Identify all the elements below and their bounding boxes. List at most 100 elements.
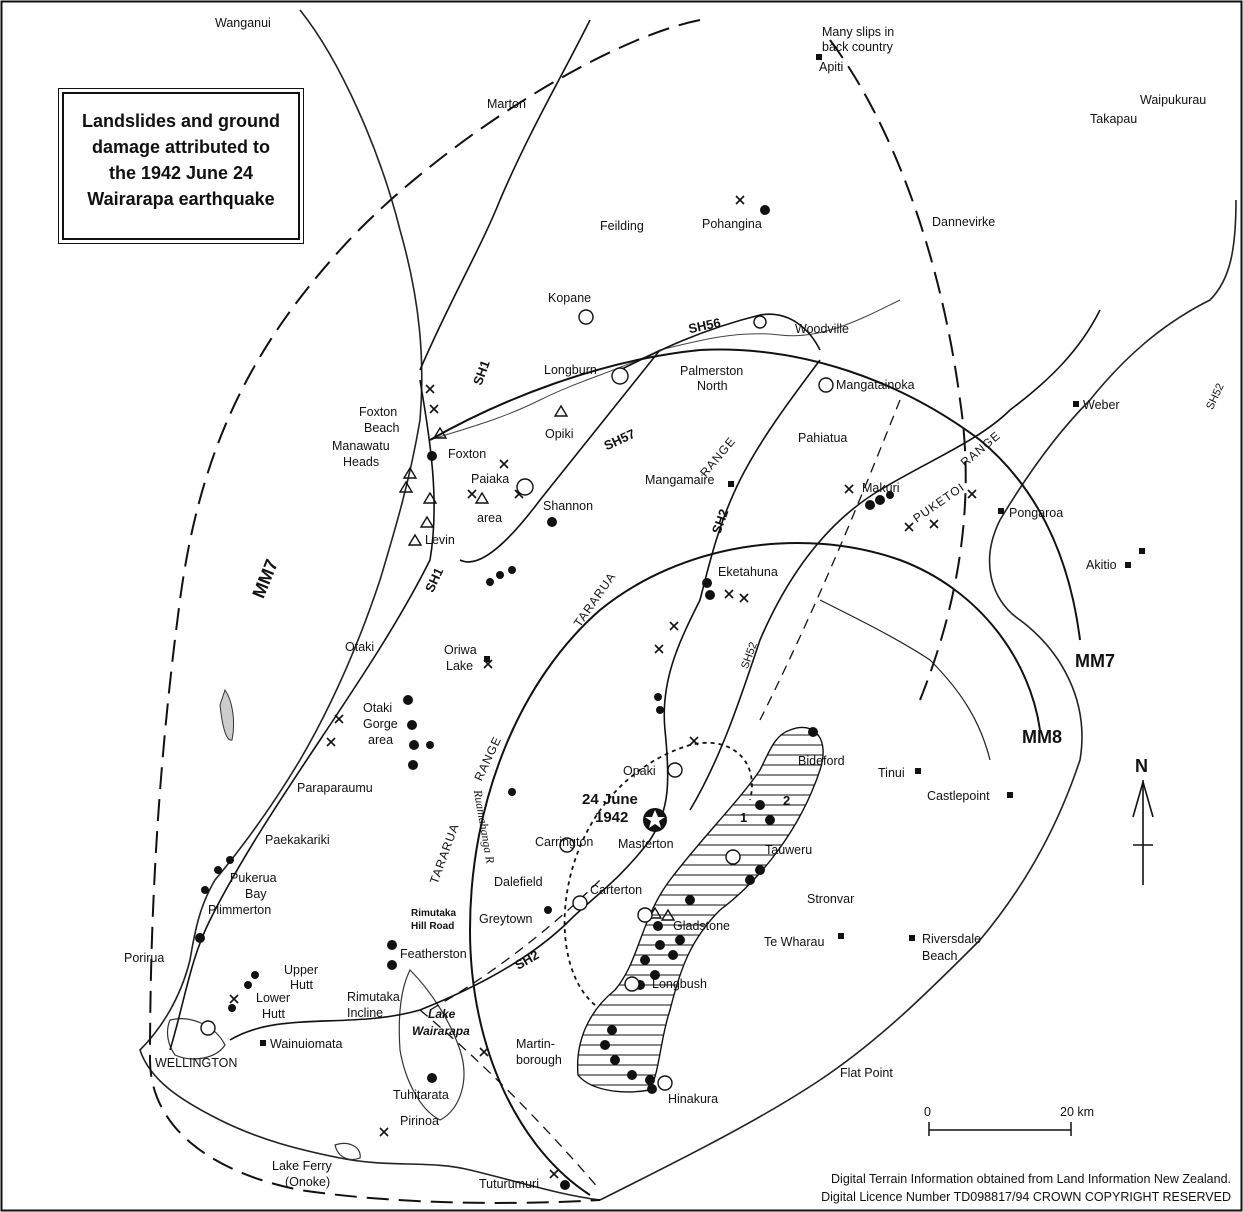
place-makuri: Makuri — [862, 481, 900, 495]
place-takapau: Takapau — [1090, 112, 1137, 126]
place-many-slips-1: Many slips in — [822, 25, 894, 39]
scale-end: 20 km — [1060, 1105, 1094, 1119]
place-wainuiomata: Wainuiomata — [270, 1037, 343, 1051]
place-kopane: Kopane — [548, 291, 591, 305]
place-weber: Weber — [1083, 398, 1120, 412]
credit-line-2: Digital Licence Number TD098817/94 CROWN… — [821, 1190, 1231, 1204]
place-paiaka-area: area — [477, 511, 502, 525]
place-many-slips-2: back country — [822, 40, 894, 54]
epicentre-star — [643, 808, 667, 832]
road-label-sh56: SH56 — [687, 315, 722, 336]
place-porirua: Porirua — [124, 951, 164, 965]
place-rimutaka-incline-1: Rimutaka — [347, 990, 400, 1004]
place-otaki-gorge-3: area — [368, 733, 393, 747]
mm7-west-label: MM7 — [248, 556, 282, 601]
place-paekakariki: Paekakariki — [265, 833, 330, 847]
place-lower-hutt-1: Lower — [256, 991, 290, 1005]
river-ruamahanga: Ruamahanga R — [471, 788, 498, 865]
place-levin: Levin — [425, 533, 455, 547]
road-sh1-south — [169, 379, 435, 1051]
range-label-tararua-mid: TARARUA — [571, 570, 619, 630]
place-lake-ferry-1: Lake Ferry — [272, 1159, 332, 1173]
place-carterton: Carterton — [590, 883, 642, 897]
place-pukerua-1: Pukerua — [230, 871, 277, 885]
road-sh56 — [619, 313, 821, 371]
place-longbush: Longbush — [652, 977, 707, 991]
place-tuhitarata: Tuhitarata — [393, 1088, 449, 1102]
inner-east-coast — [819, 599, 991, 761]
place-rimutaka-incline-2: Incline — [347, 1006, 383, 1020]
place-manawatu-2: Heads — [343, 455, 379, 469]
north-label: N — [1135, 756, 1148, 776]
scale-start: 0 — [924, 1105, 931, 1119]
mm7-isoseismal — [148, 19, 701, 1204]
place-oriwa-2: Lake — [446, 659, 473, 673]
title-box: Landslides and ground damage attributed … — [62, 92, 300, 240]
place-riversdale-2: Beach — [922, 949, 957, 963]
south-coastline — [339, 1157, 601, 1201]
fault-number-1: 1 — [740, 810, 747, 825]
place-pongaroa: Pongaroa — [1009, 506, 1063, 520]
damage-zone-dashed — [419, 399, 901, 1191]
place-opaki: Opaki — [623, 764, 656, 778]
mm8-label: MM8 — [1022, 727, 1062, 747]
title-line-1: Landslides and ground — [81, 111, 280, 131]
place-pukerua-2: Bay — [245, 887, 267, 901]
place-gladstone: Gladstone — [673, 919, 730, 933]
road-label-sh57: SH57 — [602, 426, 638, 453]
manawatu-river — [429, 299, 901, 441]
town-circles — [200, 309, 834, 1091]
place-paiaka: Paiaka — [471, 472, 509, 486]
place-featherston: Featherston — [400, 947, 467, 961]
kapiti-island — [219, 688, 235, 741]
mm7-east-label: MM7 — [1075, 651, 1115, 671]
crack-crosses — [229, 195, 977, 1179]
place-lower-hutt-2: Hutt — [262, 1007, 285, 1021]
place-pohangina: Pohangina — [702, 217, 762, 231]
fault-zone-hatched — [576, 726, 824, 1093]
place-mangatainoka: Mangatainoka — [836, 378, 915, 392]
place-wanganui: Wanganui — [215, 16, 271, 30]
lake-onoke — [334, 1142, 361, 1161]
place-upper-hutt-1: Upper — [284, 963, 318, 977]
place-flat-point: Flat Point — [840, 1066, 893, 1080]
place-pahiatua: Pahiatua — [798, 431, 847, 445]
road-sh2 — [229, 359, 821, 1041]
place-tinui: Tinui — [878, 766, 905, 780]
place-tuturumuri: Tuturumuri — [479, 1177, 539, 1191]
place-tauweru: Tauweru — [765, 843, 812, 857]
range-label-north: RANGE — [697, 434, 738, 480]
place-palmerston-2: North — [697, 379, 728, 393]
title-line-2: damage attributed to — [91, 137, 270, 157]
west-coastline — [139, 9, 423, 1159]
place-otaki-gorge-2: Gorge — [363, 717, 398, 731]
mm8-isoseismal — [468, 541, 1041, 1196]
place-foxton: Foxton — [448, 447, 486, 461]
copyright-credit: Digital Terrain Information obtained fro… — [821, 1170, 1231, 1206]
road-sh57 — [459, 349, 661, 563]
place-rimutaka-hill-1: Rimutaka — [411, 908, 456, 919]
place-mangamaire: Mangamaire — [645, 473, 715, 487]
place-oriwa-1: Oriwa — [444, 643, 477, 657]
place-feilding: Feilding — [600, 219, 644, 233]
place-pirinoa: Pirinoa — [400, 1114, 439, 1128]
road-label-sh52-east: SH52 — [1204, 382, 1227, 412]
town-squares — [260, 54, 1145, 1046]
place-woodville: Woodville — [795, 322, 849, 336]
title-line-4: Wairarapa earthquake — [87, 189, 275, 209]
fault-number-2: 2 — [783, 793, 790, 808]
credit-line-1: Digital Terrain Information obtained fro… — [831, 1172, 1231, 1186]
inner-isoseismal — [563, 741, 753, 1006]
place-opiki: Opiki — [545, 427, 573, 441]
road-label-sh1-north: SH1 — [470, 358, 493, 387]
place-lake-wairarapa-1: Lake — [428, 1007, 456, 1021]
title-line-3: the 1942 June 24 — [108, 163, 254, 183]
place-palmerston-1: Palmerston — [680, 364, 743, 378]
wellington-harbour — [166, 1018, 226, 1060]
landslide-dots — [195, 205, 894, 1190]
east-coastline — [599, 199, 1237, 1201]
place-waipukurau: Waipukurau — [1140, 93, 1206, 107]
place-otaki: Otaki — [345, 640, 374, 654]
